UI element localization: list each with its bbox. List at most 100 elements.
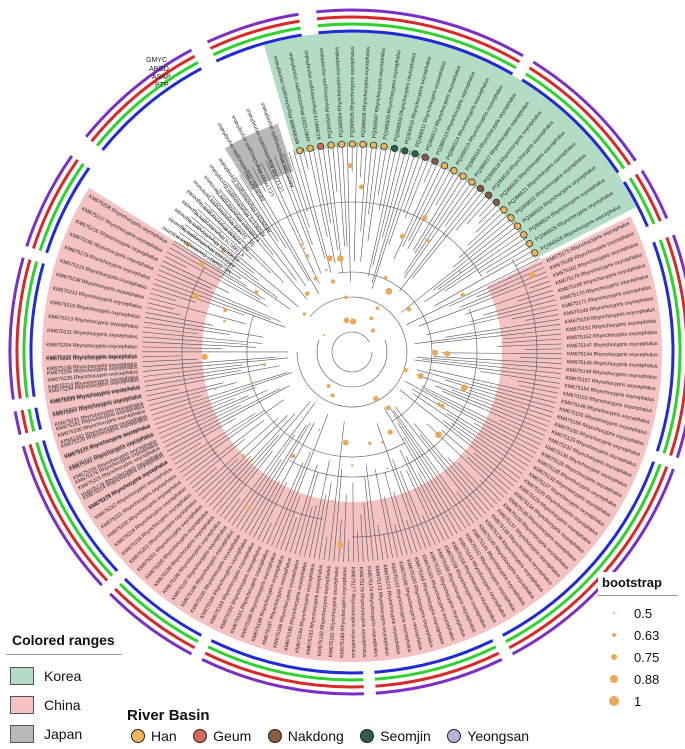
- ring-segment-ptp: [41, 440, 119, 572]
- ring-segment-abgd: [90, 54, 196, 143]
- bootstrap-dots: [185, 163, 536, 549]
- ring-segment-ptp: [45, 181, 82, 254]
- legend-item-japan: Japan: [10, 719, 122, 748]
- ring-segment-gmyc: [375, 658, 503, 695]
- ring-segment-gmyc: [85, 48, 193, 138]
- basin-marker-han: [500, 206, 508, 214]
- japan-range: [224, 123, 294, 191]
- ring-segment-asap: [317, 22, 517, 70]
- china-tip-label: KM675177 Rhynchocypris oxycephalus: [350, 567, 356, 658]
- ring-segment-ptp: [34, 407, 42, 431]
- ring-segment-asap: [22, 261, 39, 398]
- bootstrap-title: bootstrap: [598, 572, 678, 596]
- ring-segment-ptp: [210, 639, 364, 675]
- basin-marker-han: [306, 144, 314, 152]
- ring-segment-asap: [212, 26, 301, 57]
- ring-segment-ptp: [521, 78, 620, 174]
- bootstrap-dot-icon: [610, 675, 618, 683]
- basin-label-seomjin: Seomjin: [380, 728, 431, 744]
- ring-segment-asap: [374, 645, 497, 681]
- basin-marker-han: [514, 222, 522, 230]
- bootstrap-dot-icon: [612, 633, 616, 637]
- ring-segment-abgd: [528, 66, 631, 166]
- bootstrap-dot-icon: [611, 654, 617, 660]
- ring-segment-ptp: [318, 29, 514, 76]
- bootstrap-item-1: 1: [608, 690, 678, 712]
- basin-marker-nakdong: [492, 198, 500, 206]
- ring-segment-abgd: [665, 236, 685, 456]
- basin-label-yeongsan: Yeongsan: [467, 728, 530, 744]
- ring-segment-gmyc: [25, 169, 64, 247]
- basin-label-nakdong: Nakdong: [287, 728, 344, 744]
- basin-marker-han: [348, 140, 356, 148]
- korea-tip-label: PQ366506 Rhynchocypris oxycephalus: [361, 46, 372, 137]
- china-tip-label: KM675180 Rhynchocypris oxycephalus: [339, 566, 348, 657]
- ring-segment-abgd: [316, 15, 521, 64]
- china-tip-label: KM675236 Rhynchocypris oxycephalus: [46, 361, 137, 372]
- bootstrap-value: 1: [634, 693, 642, 709]
- basin-marker-geum: [317, 142, 325, 150]
- basin-marker-han: [468, 178, 476, 186]
- ring-segment-gmyc: [201, 658, 364, 696]
- ring-segment-abgd: [375, 651, 500, 688]
- china-range: [41, 187, 662, 662]
- basin-marker-nakdong: [421, 153, 429, 161]
- ring-segment-abgd: [114, 587, 196, 650]
- bootstrap-value: 0.5: [634, 605, 653, 621]
- bootstrap-item-0-88: 0.88: [608, 668, 678, 690]
- ring-segment-gmyc: [316, 8, 524, 58]
- ring-segment-gmyc: [13, 411, 22, 436]
- bootstrap-legend: bootstrap 0.5 0.63 0.75 0.88 1: [598, 572, 678, 712]
- china-tip-label: KM675176 Rhynchocypris oxycephalus: [358, 567, 368, 658]
- ring-segment-abgd: [209, 19, 300, 50]
- ring-label-abgd: ABGD: [149, 66, 169, 73]
- ring-segment-gmyc: [532, 60, 637, 162]
- bootstrap-dot-icon: [613, 612, 615, 614]
- geum-dot-icon: [193, 729, 208, 743]
- basin-marker-seomjin: [411, 150, 419, 158]
- basin-marker-han: [359, 140, 367, 148]
- ring-label-ptp: PTP: [155, 82, 169, 89]
- china-tip-label: KM675152 Rhynchocypris oxycephalus: [566, 330, 657, 342]
- ring-segment-asap: [505, 463, 662, 643]
- china-tip-label: KM675147 Rhynchocypris oxycephalus: [567, 341, 658, 350]
- ring-segment-abgd: [204, 651, 364, 689]
- legend-label-korea: Korea: [44, 667, 82, 684]
- basin-item-yeongsan: Yeongsan: [447, 728, 529, 744]
- china-tip-label: KM675144 Rhynchocypris oxycephalus: [567, 351, 658, 358]
- basin-marker-nakdong: [476, 184, 484, 192]
- ring-segment-asap: [35, 441, 114, 577]
- ring-segment-gmyc: [640, 169, 669, 219]
- colored-ranges-title: Colored ranges: [6, 628, 122, 655]
- basin-marker-seomjin: [401, 147, 409, 155]
- basin-marker-han: [520, 231, 528, 239]
- han-dot-icon: [131, 729, 145, 743]
- basin-item-seomjin: Seomjin: [360, 728, 431, 744]
- ring-segment-abgd: [634, 173, 662, 222]
- basin-item-nakdong: Nakdong: [267, 728, 344, 744]
- basin-marker-seomjin: [390, 144, 399, 152]
- seomjin-dot-icon: [360, 729, 375, 743]
- ring-segment-asap: [525, 72, 626, 170]
- ring-segment-asap: [658, 239, 682, 454]
- bootstrap-value: 0.75: [634, 649, 660, 665]
- ring-segment-asap: [119, 582, 199, 643]
- yeongsan-dot-icon: [447, 729, 462, 743]
- ring-segment-ptp: [374, 639, 494, 674]
- ring-segment-ptp: [215, 33, 303, 63]
- ring-segment-asap: [38, 177, 76, 252]
- ring-segment-gmyc: [206, 12, 299, 44]
- ring-segment-gmyc: [8, 257, 25, 400]
- korea-tip-label: PQ366505 Rhynchocypris oxycephalus: [350, 46, 356, 137]
- ring-segment-ptp: [101, 67, 203, 151]
- ring-segment-ptp: [29, 263, 45, 397]
- bootstrap-item-0-75: 0.75: [608, 646, 678, 668]
- bootstrap-dot-icon: [609, 696, 619, 706]
- basin-marker-nakdong: [485, 191, 493, 199]
- legend-item-korea: Korea: [10, 661, 122, 690]
- colored-ranges-legend: Colored ranges Korea China Japan: [6, 628, 122, 748]
- ring-segment-abgd: [15, 259, 32, 399]
- ring-segment-asap: [27, 408, 36, 432]
- ring-label-gmyc: GMYC: [146, 57, 167, 64]
